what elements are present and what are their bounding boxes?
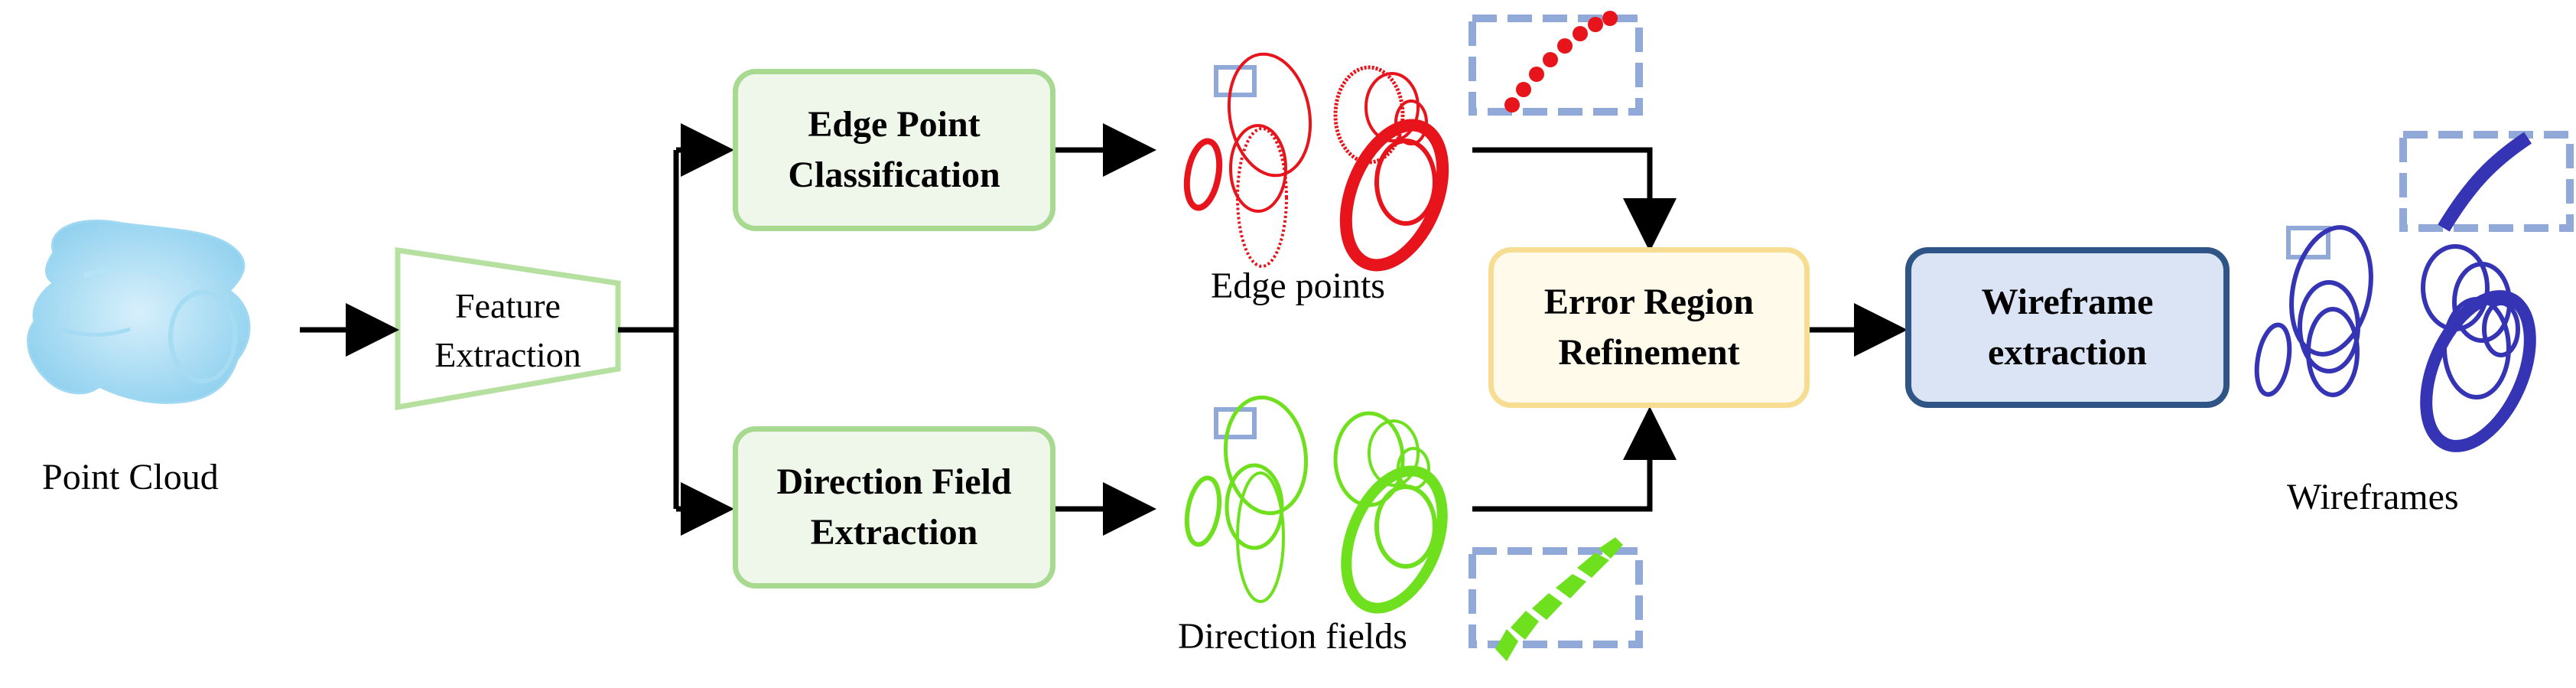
edge-point-line1: Edge Point [808, 104, 981, 145]
edge-points-zoom-box [1469, 11, 1643, 116]
direction-field-line1: Direction Field [776, 461, 1012, 502]
direction-fields-image [1184, 395, 1448, 614]
wireframes-zoom-box [2399, 131, 2574, 232]
feature-extraction-line2: Extraction [434, 335, 581, 374]
edge-points-label: Edge points [1211, 266, 1385, 306]
error-region-refinement-box: Error Region Refinement [1488, 247, 1810, 408]
feature-extraction-line1: Feature [455, 286, 561, 325]
direction-field-extraction-box: Direction Field Extraction [733, 426, 1055, 589]
wireframe-line1: Wireframe [1981, 282, 2154, 322]
direction-fields-label: Direction fields [1178, 616, 1407, 657]
wireframes-label: Wireframes [2287, 477, 2459, 517]
feature-extraction-label: Feature Extraction [398, 282, 618, 380]
connector-lines [300, 123, 1908, 536]
direction-fields-zoom-box [1469, 537, 1643, 661]
wireframe-line2: extraction [1988, 332, 2147, 373]
wireframes-image [2254, 225, 2536, 452]
edge-points-image [1183, 52, 1449, 272]
direction-field-line2: Extraction [810, 512, 978, 553]
edge-point-line2: Classification [788, 155, 1000, 195]
error-region-line2: Refinement [1558, 332, 1740, 373]
error-region-line1: Error Region [1543, 282, 1755, 322]
wireframe-extraction-box: Wireframe extraction [1905, 247, 2230, 408]
point-cloud-image [27, 220, 251, 404]
edge-point-classification-box: Edge Point Classification [733, 69, 1055, 231]
point-cloud-label: Point Cloud [42, 457, 219, 497]
